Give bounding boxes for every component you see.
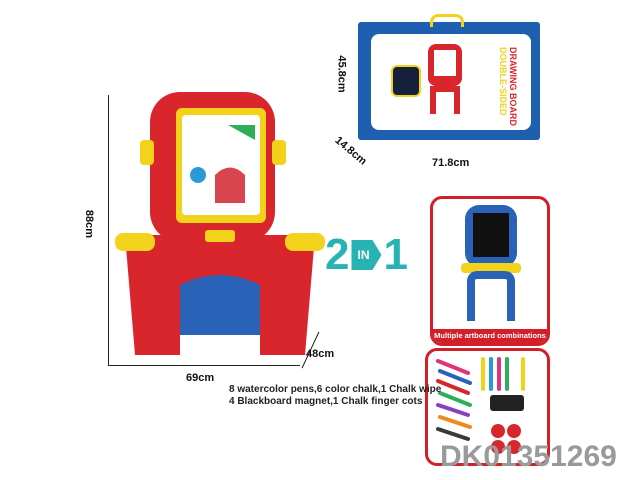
box-blackboard-inset <box>391 65 421 97</box>
set-square-drawing <box>228 125 255 140</box>
depth-label: 48cm <box>306 348 335 360</box>
badge-number-1: 1 <box>383 230 408 279</box>
width-dimension-line <box>108 365 300 366</box>
watercolor-pen <box>438 369 472 385</box>
blackboard-tray <box>461 263 521 273</box>
box-title: DRAWING BOARD DOUBLE-SIDED <box>498 47 518 127</box>
easel-illustration <box>115 92 325 355</box>
blackboard-magnet <box>507 440 521 454</box>
box-height-label: 45.8cm <box>335 55 348 93</box>
two-in-one-badge: 2 IN 1 <box>325 230 408 280</box>
watercolor-pen <box>436 427 470 441</box>
watercolor-pen <box>436 359 470 375</box>
contents-line-1: 8 watercolor pens,6 color chalk,1 Chalk … <box>229 384 442 395</box>
blackboard-legs <box>467 271 515 321</box>
board-ledge <box>205 230 235 242</box>
product-box: DRAWING BOARD DOUBLE-SIDED <box>358 22 540 140</box>
chalk-wipe <box>490 395 524 411</box>
box-easel-legs <box>430 86 460 114</box>
left-tray <box>115 233 155 251</box>
backpack-drawing <box>215 167 245 203</box>
blackboard-magnet <box>491 424 505 438</box>
watercolor-pen <box>438 415 472 429</box>
left-side-clip <box>140 140 154 165</box>
box-width-label: 71.8cm <box>432 157 470 169</box>
blackboard-magnet <box>507 424 521 438</box>
item-code: DK01351269 <box>440 440 617 473</box>
watercolor-pen <box>436 403 470 417</box>
badge-number-2: 2 <box>325 230 350 279</box>
box-title-line2: DOUBLE-SIDED <box>498 47 508 116</box>
badge-in-arrow: IN <box>351 240 382 270</box>
blackboard <box>473 213 509 257</box>
width-label: 69cm <box>186 372 215 384</box>
accessories-illustration <box>436 357 525 454</box>
combination-panel: Multiple artboard combinations <box>430 196 550 346</box>
blackboard-magnet <box>491 440 505 454</box>
contents-line-2: 4 Blackboard magnet,1 Chalk finger cots <box>229 396 423 407</box>
globe-drawing <box>190 167 206 183</box>
box-title-line1: DRAWING BOARD <box>508 47 518 126</box>
right-side-clip <box>272 140 286 165</box>
easel-red-legs <box>125 235 315 355</box>
watercolor-pen <box>438 391 472 407</box>
box-handle <box>430 14 464 27</box>
box-easel-board <box>434 50 456 76</box>
height-dimension-line <box>108 95 109 365</box>
watercolor-pen <box>436 379 470 395</box>
accessories-panel <box>425 348 550 466</box>
contents-description: 8 watercolor pens,6 color chalk,1 Chalk … <box>229 384 441 408</box>
combo-caption: Multiple artboard combinations <box>433 329 547 343</box>
height-label: 88cm <box>83 209 96 239</box>
right-tray <box>285 233 325 251</box>
